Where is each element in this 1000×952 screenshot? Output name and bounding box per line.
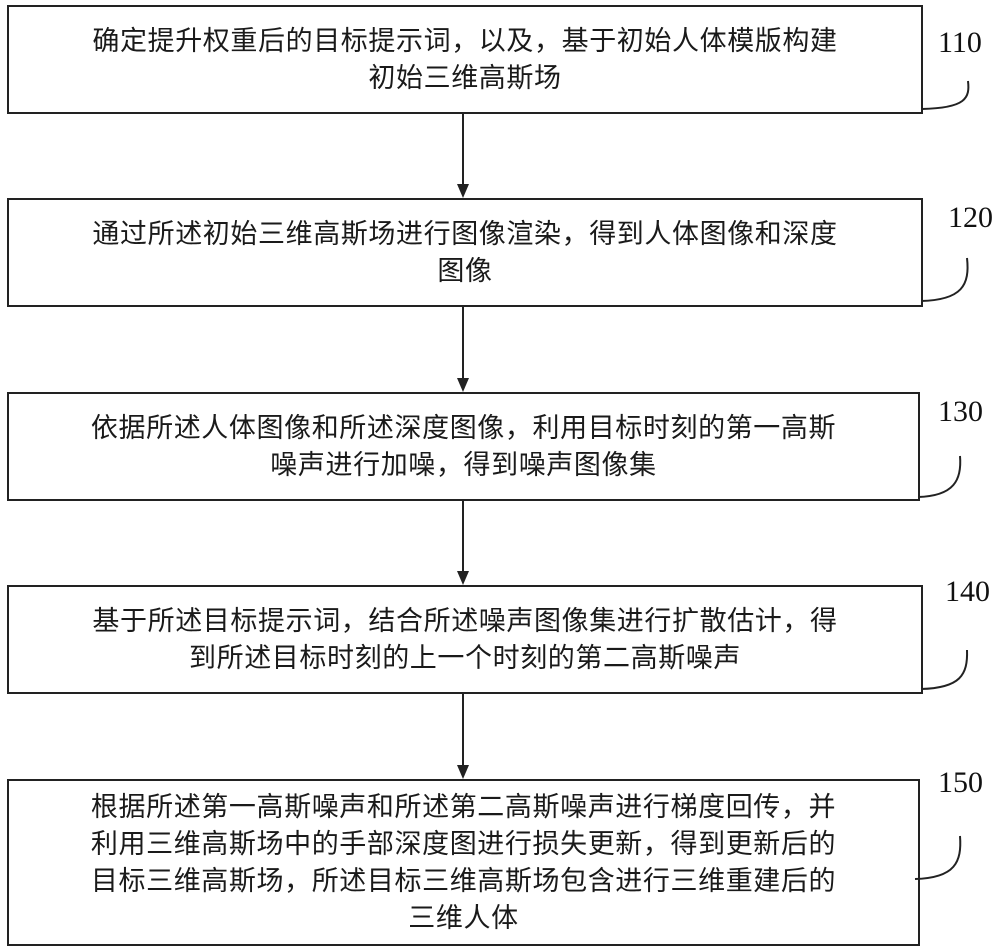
flow-arrow-110-120 [457,114,469,198]
arrowhead-icon [457,378,469,392]
step-text-line: 依据所述人体图像和所述深度图像，利用目标时刻的第一高斯 [90,412,837,444]
step-number-150: 150 [938,766,983,799]
step-text-line: 噪声进行加噪，得到噪声图像集 [270,449,657,481]
leader-line-140 [920,649,969,690]
step-text-line: 初始三维高斯场 [368,62,562,94]
flow-arrow-120-130 [457,307,469,392]
step-text-line: 三维人体 [408,902,519,934]
step-text-line: 通过所述初始三维高斯场进行图像渲染，得到人体图像和深度 [92,218,838,250]
step-number-110: 110 [938,26,982,59]
arrowhead-icon [457,571,469,585]
step-text-line: 到所述目标时刻的上一个时刻的第二高斯噪声 [189,642,741,674]
step-box-140: 基于所述目标提示词，结合所述噪声图像集进行扩散估计，得 到所述目标时刻的上一个时… [7,585,923,694]
arrowhead-icon [457,765,469,779]
step-number-140: 140 [945,575,990,608]
step-text-line: 目标三维高斯场，所述目标三维高斯场包含进行三维重建后的 [90,865,837,897]
arrowhead-icon [457,184,469,198]
step-box-110: 确定提升权重后的目标提示词，以及，基于初始人体模版构建 初始三维高斯场 [7,5,923,114]
step-text-line: 利用三维高斯场中的手部深度图进行损失更新，得到更新后的 [90,828,837,860]
step-text-line: 图像 [437,255,493,287]
flow-arrow-140-150 [457,694,469,779]
leader-line-120 [920,257,969,302]
step-text-line: 基于所述目标提示词，结合所述噪声图像集进行扩散估计，得 [92,605,838,637]
leader-line-150 [914,835,962,880]
leader-line-110 [921,80,970,110]
step-number-130: 130 [938,395,983,428]
step-number-120: 120 [948,201,993,234]
step-box-120: 通过所述初始三维高斯场进行图像渲染，得到人体图像和深度 图像 [7,198,923,307]
step-box-130: 依据所述人体图像和所述深度图像，利用目标时刻的第一高斯 噪声进行加噪，得到噪声图… [7,392,920,501]
leader-line-130 [917,455,962,498]
step-text-line: 根据所述第一高斯噪声和所述第二高斯噪声进行梯度回传，并 [90,791,837,823]
flow-arrow-130-140 [457,501,469,585]
step-box-150: 根据所述第一高斯噪声和所述第二高斯噪声进行梯度回传，并 利用三维高斯场中的手部深… [7,779,920,946]
step-text-line: 确定提升权重后的目标提示词，以及，基于初始人体模版构建 [92,25,838,57]
